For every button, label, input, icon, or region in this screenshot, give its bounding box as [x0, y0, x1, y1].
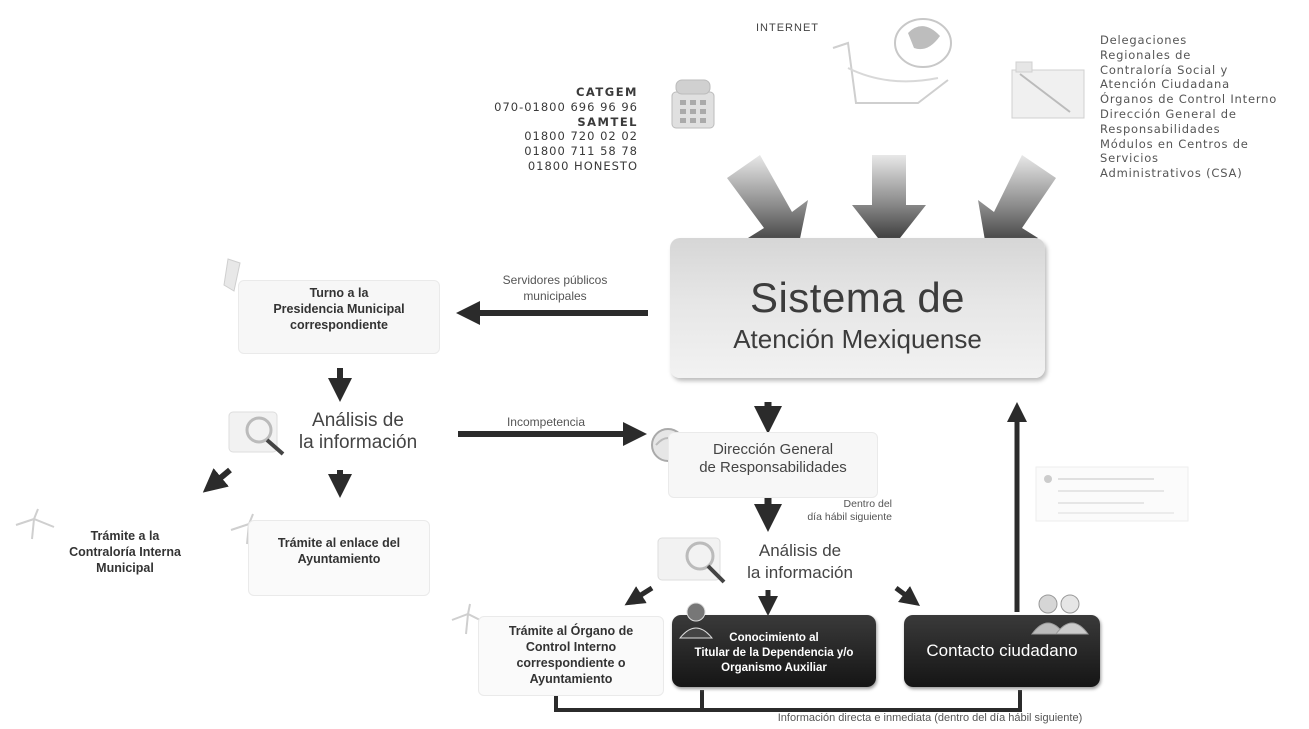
- internet-globe-icon: [832, 18, 952, 104]
- contraloria-icon: [15, 508, 55, 540]
- telephone-icon: [671, 79, 715, 129]
- bottom-bracket: [554, 690, 1022, 712]
- sistema-subtitle: Atención Mexiquense: [733, 324, 982, 354]
- turno-icon: [223, 258, 241, 292]
- arrow-to-contacto: [894, 586, 920, 606]
- analisis-left-label: Análisis de la información: [298, 410, 418, 453]
- samtel-number-3: 01800 HONESTO: [527, 158, 638, 173]
- arrow-to-organo: [624, 585, 654, 606]
- faded-note-icon: [1035, 466, 1189, 522]
- analisis-right-label: Análisis de la información: [747, 541, 853, 582]
- bottom-note: Información directa e inmediata (dentro …: [777, 712, 1083, 724]
- samtel-number-1: 01800 720 02 02: [524, 129, 638, 144]
- catgem-label: CATGEM: [575, 85, 638, 99]
- tramite-contraloria: Trámite a la Contraloría Interna Municip…: [69, 529, 181, 575]
- delegaciones-list: Delegaciones Regionales de Contraloría S…: [1100, 33, 1278, 181]
- tramite-organo-box: Trámite al Órgano de Control Interno cor…: [478, 616, 664, 696]
- sistema-title: Sistema de: [749, 274, 966, 321]
- document-icon: [1011, 61, 1085, 119]
- input-arrow-right: [978, 155, 1056, 258]
- catgem-number: 070-01800 696 96 96: [494, 99, 638, 114]
- input-arrow-left: [727, 155, 808, 258]
- incompetencia-label: Incompetencia: [506, 415, 586, 429]
- arrow-to-contraloria: [202, 467, 232, 493]
- sistema-atencion-box: Sistema de Atención Mexiquense: [670, 238, 1045, 378]
- conocimiento-box: Conocimiento al Titular de la Dependenci…: [672, 615, 876, 687]
- samtel-label: SAMTEL: [577, 114, 638, 129]
- analysis-right-icon: [657, 537, 726, 584]
- turno-box: Turno a la Presidencia Municipal corresp…: [238, 280, 440, 354]
- dentro-dia-label: Dentro del día hábil siguiente: [807, 498, 892, 523]
- person-icon: [678, 602, 714, 639]
- input-arrow-center: [852, 155, 926, 252]
- citizens-icon: [1031, 594, 1089, 635]
- internet-label: INTERNET: [756, 22, 819, 34]
- contact-numbers: CATGEM 070-01800 696 96 96 SAMTEL 01800 …: [494, 85, 638, 174]
- dgr-box: Dirección General de Responsabilidades: [668, 432, 878, 498]
- contacto-label: Contacto ciudadano: [926, 641, 1078, 660]
- samtel-number-2: 01800 711 58 78: [524, 144, 638, 159]
- servidores-label: Servidores públicos municipales: [502, 273, 608, 303]
- tramite-enlace-box: Trámite al enlace del Ayuntamiento: [248, 520, 430, 596]
- analysis-left-icon: [228, 411, 285, 456]
